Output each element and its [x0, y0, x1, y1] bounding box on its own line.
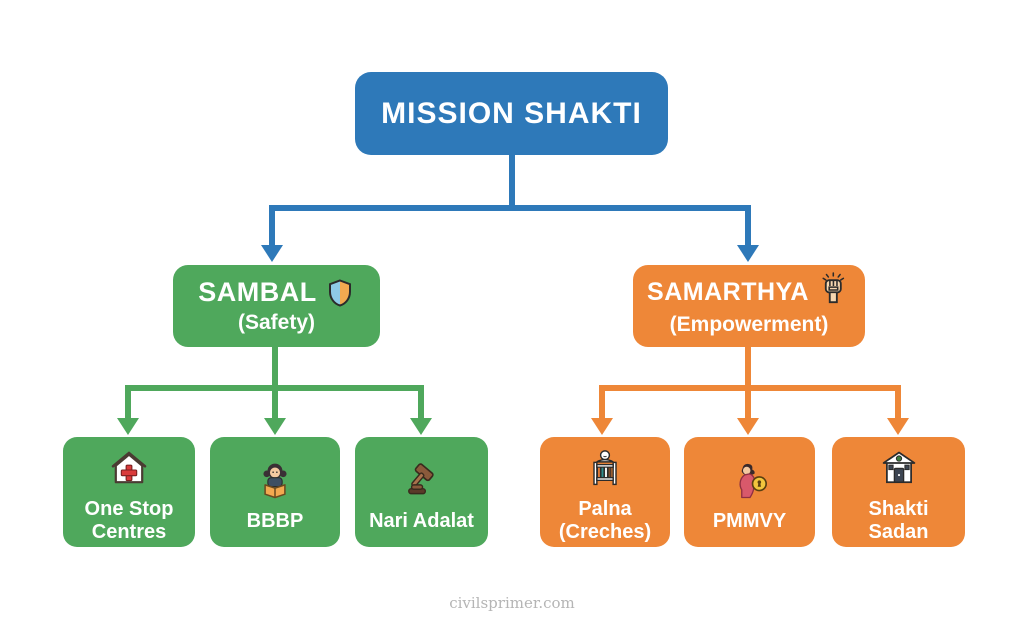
icon-wrap [253, 458, 297, 504]
arrow-down-icon [591, 418, 613, 435]
arrow-down-icon [737, 245, 759, 262]
icon-wrap [400, 458, 444, 504]
connector-line [599, 385, 605, 419]
shield-icon [328, 278, 351, 307]
arrow-down-icon [261, 245, 283, 262]
connector-line [269, 205, 275, 246]
root-node-mission-shakti: MISSION SHAKTI [355, 72, 668, 155]
sambal-title-row: SAMBAL [198, 278, 355, 308]
samarthya-title-row: SAMARTHYA [647, 271, 851, 310]
connector-line [125, 385, 131, 419]
raised-fist-icon [822, 271, 845, 303]
leaf-node-nari-adalat: Nari Adalat [355, 437, 488, 547]
connector-line [272, 385, 278, 419]
connector-line [509, 153, 515, 208]
samarthya-label: SAMARTHYA [647, 278, 809, 307]
arrow-down-icon [887, 418, 909, 435]
icon-wrap [107, 446, 151, 492]
leaf-label: Nari Adalat [369, 509, 474, 532]
arrow-down-icon [410, 418, 432, 435]
leaf-node-palna-creches: Palna (Creches) [540, 437, 670, 547]
arrow-down-icon [117, 418, 139, 435]
leaf-label: One Stop Centres [84, 498, 174, 543]
leaf-label: Palna (Creches) [558, 498, 652, 543]
leaf-node-bbbp: BBBP [210, 437, 340, 547]
leaf-label: BBBP [246, 509, 304, 532]
leaf-label: PMMVY [712, 509, 787, 532]
branch-node-sambal: SAMBAL (Safety) [173, 265, 380, 347]
connector-line [745, 205, 751, 246]
arrow-down-icon [737, 418, 759, 435]
gavel-icon [407, 462, 434, 494]
samarthya-subtitle: (Empowerment) [669, 312, 829, 336]
leaf-label: Shakti Sadan [868, 498, 929, 543]
page-title: MISSION SHAKTI [381, 96, 642, 130]
building-icon [882, 451, 915, 484]
icon-wrap [877, 446, 921, 492]
pregnant-woman-coin-icon [738, 463, 767, 498]
arrow-down-icon [264, 418, 286, 435]
connector-line [745, 345, 751, 391]
connector-line [269, 205, 751, 211]
watermark-text: civilsprimer.com [449, 594, 575, 612]
girl-reading-icon [263, 463, 287, 498]
leaf-node-shakti-sadan: Shakti Sadan [832, 437, 965, 547]
branch-node-samarthya: SAMARTHYA (Empowerment) [633, 265, 865, 347]
sambal-label: SAMBAL [198, 277, 317, 308]
connector-line [745, 385, 751, 419]
icon-wrap [583, 446, 627, 492]
leaf-node-one-stop-centres: One Stop Centres [63, 437, 195, 547]
sambal-subtitle: (Safety) [237, 310, 316, 334]
connector-line [418, 385, 424, 419]
icon-wrap [728, 458, 772, 504]
baby-crib-icon [593, 450, 617, 486]
connector-line [895, 385, 901, 419]
connector-line [272, 345, 278, 391]
leaf-node-pmmvy: PMMVY [684, 437, 815, 547]
medical-house-icon [111, 451, 147, 484]
